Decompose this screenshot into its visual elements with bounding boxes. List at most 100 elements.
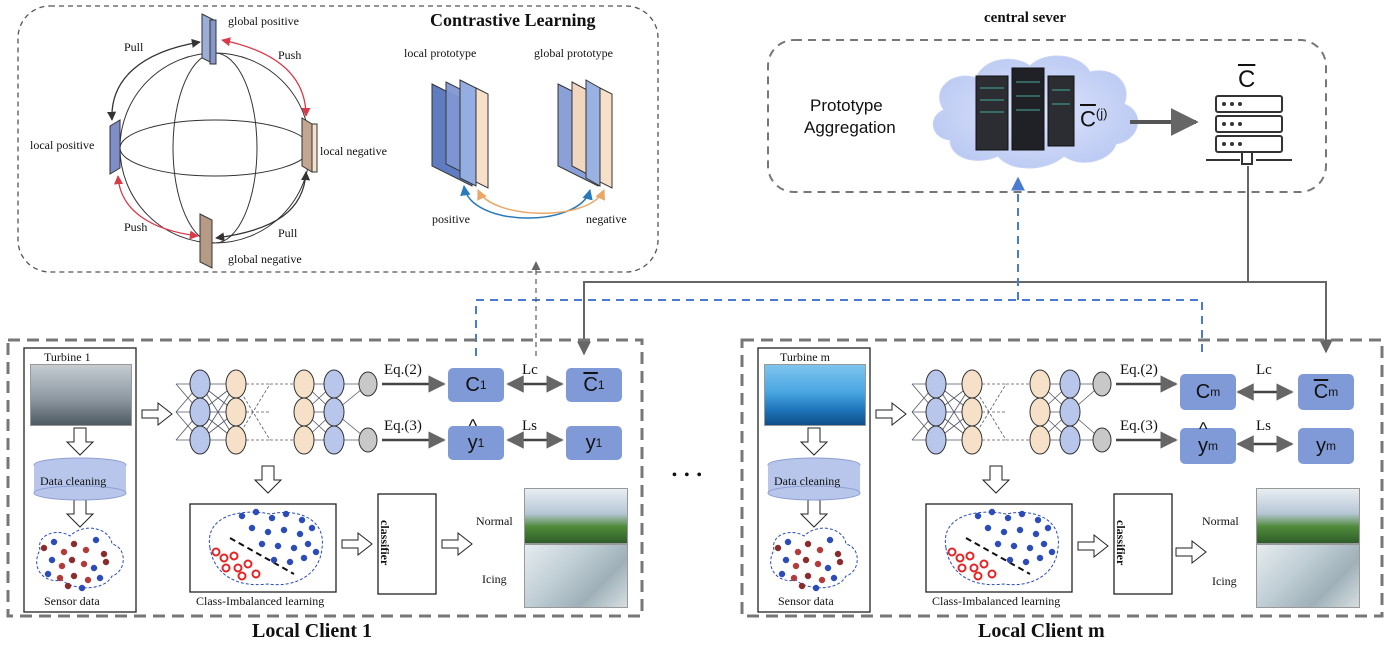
minority-sample-dot — [987, 569, 997, 579]
sample-dot — [802, 556, 810, 564]
clientm-data-cleaning: Data cleaning — [774, 474, 841, 488]
sample-dot — [80, 560, 88, 568]
sample-dot — [268, 514, 276, 522]
sample-dot — [834, 550, 842, 558]
contrastive-title: Contrastive Learning — [430, 10, 596, 30]
sample-dot — [1000, 528, 1008, 536]
clientm-panel — [740, 338, 1384, 618]
client1-panel — [6, 338, 644, 618]
minority-sample-dot — [219, 553, 229, 563]
sample-dot — [1034, 516, 1042, 524]
server-title: central sever — [984, 10, 1067, 26]
clientm-eq3: Eq.(3) — [1120, 418, 1158, 434]
client1-turbine-label: Turbine 1 — [44, 350, 91, 364]
ellipsis: • • • — [672, 468, 704, 483]
sample-dot — [100, 550, 108, 558]
minority-sample-dot — [957, 563, 967, 573]
pull-top-label: Pull — [124, 40, 144, 54]
push-bottom-label: Push — [124, 220, 148, 234]
sample-dot — [282, 510, 290, 518]
clientm-eq2: Eq.(2) — [1120, 362, 1158, 378]
server-panel — [767, 39, 1327, 193]
sample-dot — [92, 536, 100, 544]
clientm-sensor-data: Sensor data — [778, 594, 834, 608]
sample-dot — [70, 540, 78, 548]
sample-dot — [814, 560, 822, 568]
sphere — [119, 52, 311, 244]
positive-label: positive — [432, 212, 470, 226]
clientm-lc: Lc — [1256, 362, 1272, 378]
sample-dot — [1032, 530, 1040, 538]
sample-dot — [830, 574, 838, 582]
clientm-footer: Local Client m — [978, 620, 1105, 642]
sample-dot — [248, 524, 256, 532]
clientm-icing: Icing — [1212, 574, 1237, 588]
sample-dot — [1026, 544, 1034, 552]
sample-dot — [296, 530, 304, 538]
client1-sensor-data: Sensor data — [44, 594, 100, 608]
sample-dot — [44, 570, 52, 578]
sample-dot — [308, 524, 316, 532]
server-racks-icon — [975, 67, 1075, 151]
local-positive-label: local positive — [30, 138, 95, 152]
sample-dot — [826, 536, 834, 544]
sample-dot — [974, 512, 982, 520]
client1-data-cleaning: Data cleaning — [40, 474, 107, 488]
sample-dot — [82, 546, 90, 554]
sample-dot — [1010, 542, 1018, 550]
sample-dot — [68, 556, 76, 564]
sample-dot — [1004, 514, 1012, 522]
scatter-dots — [40, 508, 1056, 592]
client1-turbine-photo — [30, 364, 132, 426]
clientm-normal: Normal — [1202, 514, 1239, 528]
client1-normal-photo — [524, 488, 628, 544]
client1-classifier: classifier — [378, 520, 392, 566]
clientm-drawing — [757, 347, 1294, 613]
client1-icing-photo — [524, 544, 628, 608]
sample-dot — [1006, 556, 1014, 564]
c-bar-label: C — [1238, 66, 1256, 93]
sample-dot — [50, 538, 58, 546]
sample-dot — [798, 582, 806, 590]
clientm-normal-photo — [1256, 488, 1360, 544]
minority-sample-dot — [233, 563, 243, 573]
client1-eq2: Eq.(2) — [384, 362, 422, 378]
global-prototype-stack — [557, 79, 613, 189]
sample-dot — [78, 584, 86, 592]
sample-dot — [274, 542, 282, 550]
sample-dot — [778, 570, 786, 578]
push-top-label: Push — [278, 48, 302, 62]
client1-footer: Local Client 1 — [252, 620, 372, 642]
sample-dot — [804, 540, 812, 548]
minority-sample-dot — [979, 559, 989, 569]
sample-dot — [48, 556, 56, 564]
sample-dot — [70, 572, 78, 580]
minority-sample-dot — [251, 569, 261, 579]
sample-dot — [794, 548, 802, 556]
minority-sample-dot — [221, 563, 231, 573]
client1-lc: Lc — [522, 362, 538, 378]
contrastive-panel — [17, 5, 659, 273]
sample-dot — [102, 558, 110, 566]
sample-dot — [994, 540, 1002, 548]
global-negative-label: global negative — [228, 252, 302, 266]
c-j-label: C(j) — [1080, 106, 1108, 132]
clientm-turbine-label: Turbine m — [780, 350, 830, 364]
client1-yhat-box: y1 — [448, 416, 504, 460]
sample-dot — [280, 526, 288, 534]
clientm-ls: Ls — [1256, 418, 1271, 434]
sample-dot — [984, 524, 992, 532]
minority-sample-dot — [237, 571, 247, 581]
sample-dot — [298, 516, 306, 524]
minority-sample-dot — [969, 563, 979, 573]
local-prototype-label: local prototype — [404, 46, 477, 60]
sample-dot — [64, 582, 72, 590]
sample-dot — [1022, 558, 1030, 566]
sample-dot — [1048, 548, 1056, 556]
sample-dot — [300, 554, 308, 562]
sample-dot — [258, 540, 266, 548]
